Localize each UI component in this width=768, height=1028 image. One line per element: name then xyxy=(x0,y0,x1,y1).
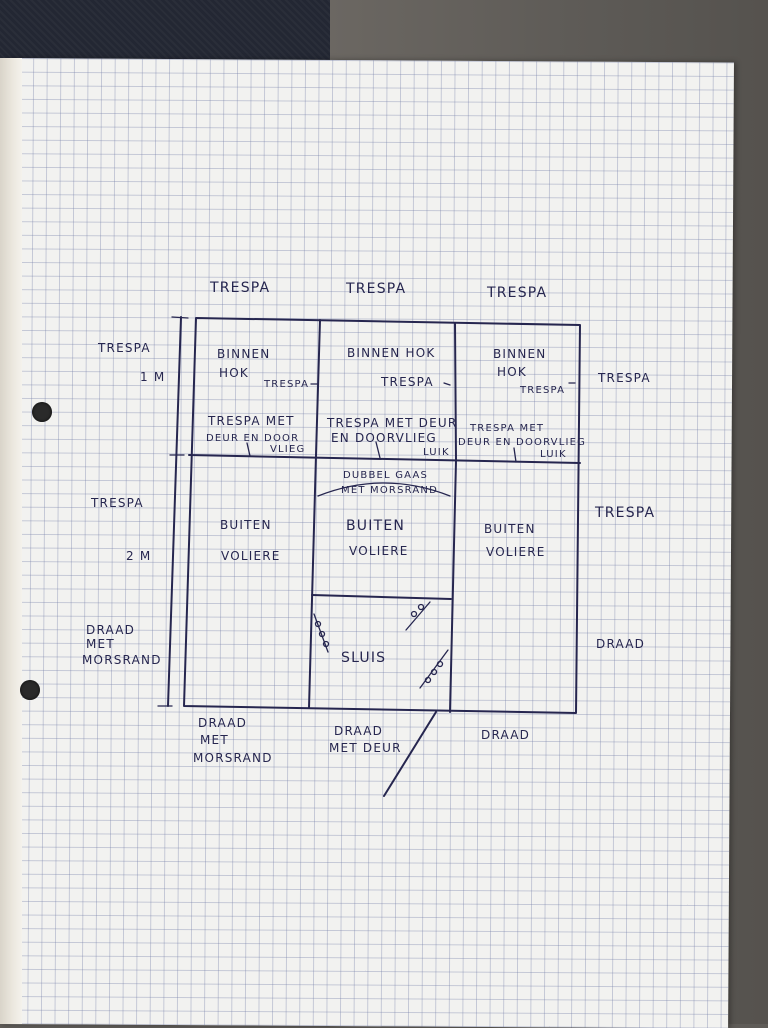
outer-aviary-3-line-2: VOLIERE xyxy=(486,545,546,559)
inner-room-2-front-2: EN DOORVLIEG xyxy=(331,431,437,445)
plan-divider-vertical-right xyxy=(449,322,457,713)
inner-room-3-title-1: BINNEN xyxy=(493,347,546,361)
inner-room-3-wall-note: TRESPA xyxy=(519,385,565,396)
hinge-icon xyxy=(314,620,322,628)
dimension-label-lower: 2 M xyxy=(126,549,151,563)
right-label-lower: DRAAD xyxy=(596,637,645,651)
inner-room-2-title-1: BINNEN HOK xyxy=(347,346,435,360)
hinge-icon xyxy=(436,660,444,668)
punch-hole-lower xyxy=(20,680,40,700)
hinge-icon xyxy=(322,640,330,648)
outer-aviary-1-line-2: VOLIERE xyxy=(221,549,281,563)
dimension-line xyxy=(167,316,182,707)
inner-room-2-front-3: LUIK xyxy=(423,447,450,458)
airlock-door-top xyxy=(405,601,431,631)
airlock-label: SLUIS xyxy=(341,650,386,666)
bottom-label-center-1: DRAAD xyxy=(334,724,383,738)
bottom-label-left-2: MET xyxy=(200,733,229,747)
inner-room-3-title-2: HOK xyxy=(497,365,527,379)
entrance-door-line xyxy=(383,711,437,797)
inner-room-1-wall-note: TRESPA xyxy=(263,379,309,390)
plan-outer-wall xyxy=(183,317,581,714)
hinge-icon xyxy=(430,668,438,676)
right-label-middle: TRESPA xyxy=(594,505,655,521)
plan-divider-horizontal xyxy=(188,454,581,464)
hinge-icon xyxy=(410,610,418,618)
airlock-wall xyxy=(311,594,452,600)
dimension-label-upper: 1 M xyxy=(140,370,165,384)
inner-room-3-front-2: DEUR EN DOORVLIEG xyxy=(458,437,586,448)
top-label-right: TRESPA xyxy=(486,285,547,301)
punch-hole-upper xyxy=(32,402,52,422)
hinge-icon xyxy=(417,603,425,611)
plan-divider-vertical-left xyxy=(308,319,321,709)
inner-room-3-front-3: LUIK xyxy=(540,449,567,460)
leader-tick xyxy=(513,447,517,463)
inner-room-1-front-1: TRESPA MET xyxy=(207,414,295,428)
double-mesh-arc xyxy=(317,482,451,497)
top-label-center: TRESPA xyxy=(345,281,406,297)
leader-tick xyxy=(443,382,451,386)
inner-room-1-front-3: VLIEG xyxy=(270,444,305,455)
outer-aviary-2-line-2: VOLIERE xyxy=(349,544,409,558)
inner-room-1-title-1: BINNEN xyxy=(217,347,270,361)
outer-aviary-1-line-1: BUITEN xyxy=(220,518,272,532)
left-label-middle: TRESPA xyxy=(90,496,144,510)
inner-room-3-front-1: TRESPA MET xyxy=(469,423,544,434)
inner-room-2-front-1: TRESPA MET DEUR xyxy=(326,416,457,430)
airlock-door-left xyxy=(313,613,329,653)
leader-tick xyxy=(246,442,251,457)
notebook-binding-edge xyxy=(0,58,22,1024)
inner-room-1-title-2: HOK xyxy=(219,366,249,380)
double-mesh-note-1: DUBBEL GAAS xyxy=(343,470,428,481)
inner-room-1-front-2: DEUR EN DOOR xyxy=(206,433,299,444)
double-mesh-note-2: MET MORSRAND xyxy=(341,485,438,496)
outer-aviary-2-line-1: BUITEN xyxy=(346,518,405,534)
dimension-tick-top xyxy=(171,316,189,319)
bottom-label-right: DRAAD xyxy=(481,728,530,742)
hinge-icon xyxy=(318,630,326,638)
left-label-upper: TRESPA xyxy=(97,341,151,355)
hinge-icon xyxy=(424,676,432,684)
outer-aviary-3-line-1: BUITEN xyxy=(484,522,536,536)
top-label-left: TRESPA xyxy=(209,280,270,296)
left-label-lower-1: DRAAD xyxy=(86,623,135,637)
bottom-label-left-1: DRAAD xyxy=(198,716,247,730)
fabric-background xyxy=(0,0,345,62)
bottom-label-center-2: MET DEUR xyxy=(329,741,402,755)
inner-room-2-wall-note: TRESPA xyxy=(380,375,434,389)
right-label-upper: TRESPA xyxy=(597,371,651,385)
bottom-label-left-3: MORSRAND xyxy=(193,751,273,765)
leader-tick xyxy=(375,441,381,459)
left-label-lower-3: MORSRAND xyxy=(82,653,162,667)
left-label-lower-2: MET xyxy=(86,637,115,651)
